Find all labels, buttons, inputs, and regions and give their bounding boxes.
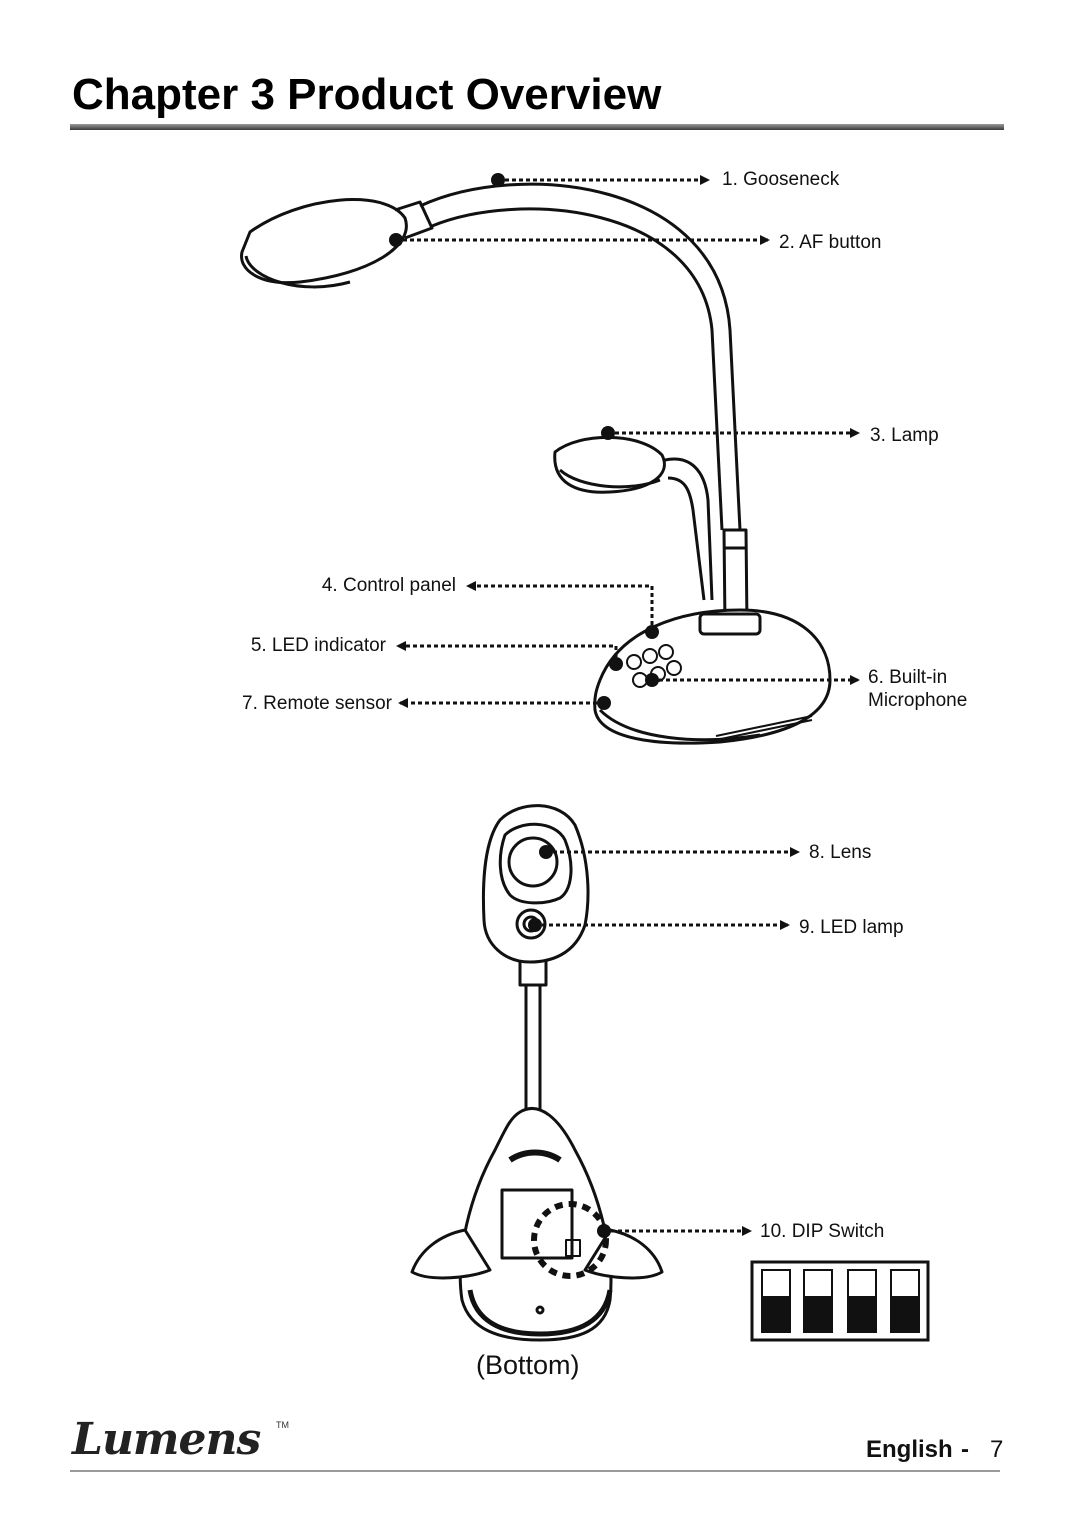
label-control-panel: 4. Control panel: [321, 575, 456, 596]
label-gooseneck: 1. Gooseneck: [722, 169, 840, 190]
top-leader-lines: [396, 175, 860, 708]
bottom-view-illustration: [410, 804, 664, 1342]
label-microphone-line2: Microphone: [868, 690, 968, 711]
bottom-leader-lines: [535, 847, 800, 1236]
bottom-leader-dots: [528, 845, 611, 1238]
footer-rule: [70, 1470, 1000, 1472]
label-dip-switch: 10. DIP Switch: [760, 1221, 885, 1242]
page-number: 7: [990, 1436, 1004, 1463]
label-lens: 8. Lens: [809, 842, 872, 863]
footer-separator: -: [961, 1436, 969, 1463]
title-underline: [70, 124, 1004, 130]
camera-illustration: [240, 182, 832, 745]
lumens-logo: Lumens: [72, 1414, 261, 1465]
top-leader-dots: [389, 173, 659, 710]
dip-switch-detail: [750, 1260, 930, 1342]
bottom-view-caption: (Bottom): [476, 1350, 580, 1380]
label-microphone-line1: 6. Built-in: [868, 667, 948, 688]
label-led-lamp: 9. LED lamp: [799, 917, 904, 938]
label-lamp: 3. Lamp: [870, 425, 939, 446]
label-led-indicator: 5. LED indicator: [250, 635, 386, 656]
footer-language: English: [866, 1436, 953, 1463]
label-remote-sensor: 7. Remote sensor: [242, 693, 392, 714]
page-title: Chapter 3 Product Overview: [72, 70, 662, 119]
label-af-button: 2. AF button: [779, 232, 882, 253]
trademark-mark: TM: [276, 1420, 289, 1430]
dip-switch-highlight: [531, 1201, 609, 1279]
